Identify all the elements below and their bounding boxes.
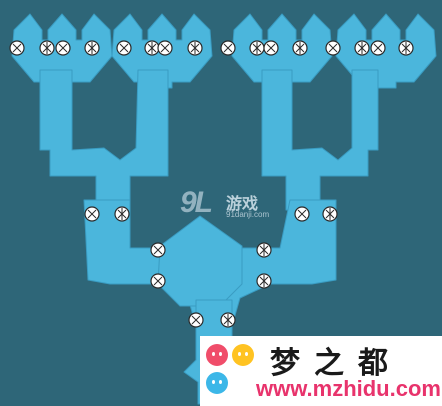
valve-node[interactable] [354,40,370,56]
valve-node[interactable] [322,206,338,222]
valve-node[interactable] [150,242,166,258]
valve-node[interactable] [9,40,25,56]
valve-node[interactable] [55,40,71,56]
watermark-site: www.mzhidu.com [256,376,441,401]
valve-node[interactable] [144,40,160,56]
valve-node[interactable] [157,40,173,56]
pipe-tree-track [11,13,437,405]
valve-node[interactable] [220,40,236,56]
valve-nodes [9,40,414,328]
valve-node[interactable] [84,206,100,222]
valve-node[interactable] [294,206,310,222]
valve-node[interactable] [188,312,204,328]
valve-node[interactable] [325,40,341,56]
valve-node[interactable] [256,273,272,289]
right-trunk [261,69,379,211]
valve-node[interactable] [370,40,386,56]
valve-node[interactable] [249,40,265,56]
watermark-mzhidu: 梦之都 www.mzhidu.com [200,336,442,406]
watermark-title: 梦之都 [270,346,402,381]
valve-node[interactable] [39,40,55,56]
valve-node[interactable] [220,312,236,328]
valve-node[interactable] [398,40,414,56]
valve-node[interactable] [116,40,132,56]
valve-node[interactable] [256,242,272,258]
watermark-91danji: 9L 游戏 91danji.com [180,186,275,224]
valve-node[interactable] [187,40,203,56]
left-trunk [39,69,169,211]
watermark-url: 91danji.com [226,210,270,219]
watermark-brand: 游戏 [226,194,259,213]
valve-node[interactable] [292,40,308,56]
valve-node[interactable] [114,206,130,222]
valve-node[interactable] [150,273,166,289]
crown-top-right-b [335,13,437,89]
valve-node[interactable] [84,40,100,56]
valve-node[interactable] [263,40,279,56]
watermark-logo: 9L [180,186,213,219]
center-diamond [157,215,243,307]
mascot-faces-icon [206,342,264,402]
